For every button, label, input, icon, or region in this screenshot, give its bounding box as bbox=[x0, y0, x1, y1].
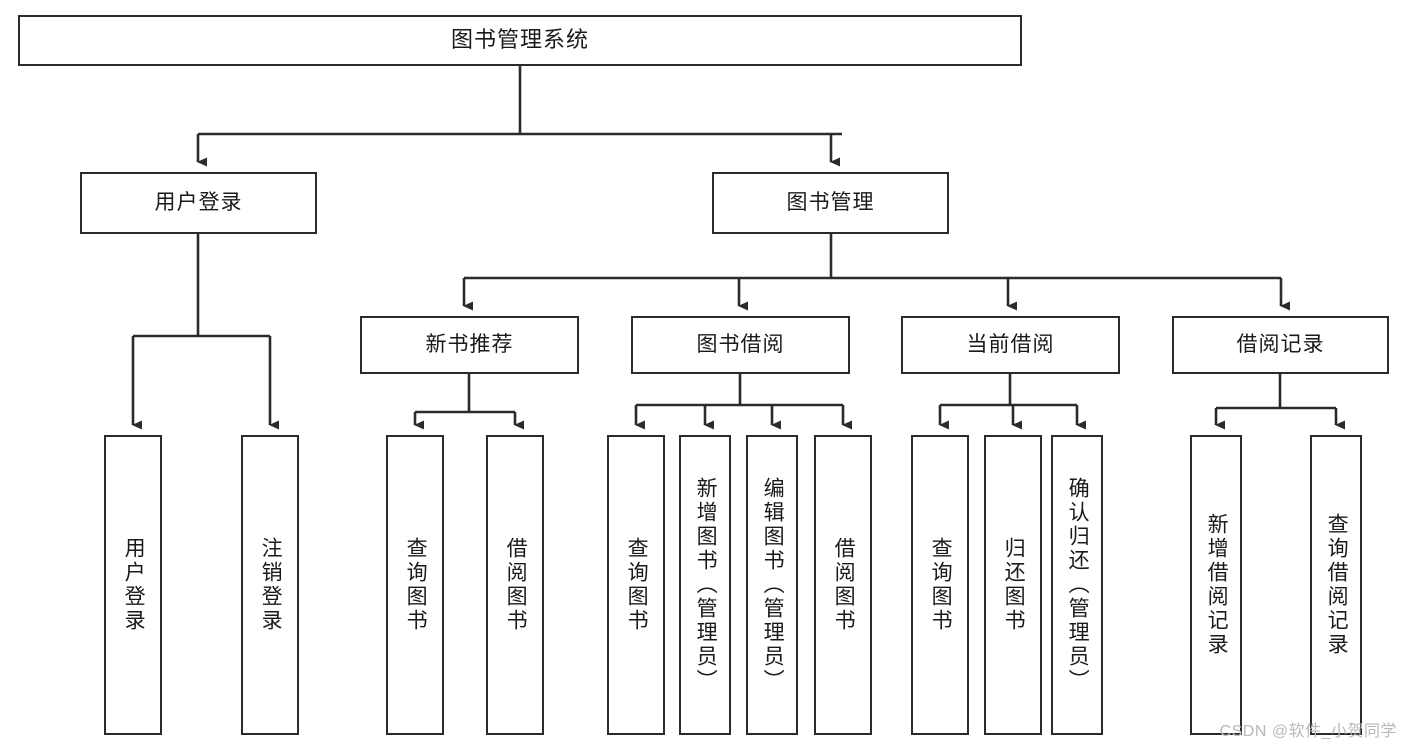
node-leaf-confirm-return-label: 确认归还（管理员） bbox=[1066, 477, 1090, 693]
node-leaf-add-record-label: 新增借阅记录 bbox=[1205, 513, 1229, 657]
node-leaf-return-book-label: 归还图书 bbox=[1002, 537, 1026, 633]
node-borrow-record-label: 借阅记录 bbox=[1236, 333, 1325, 357]
node-leaf-borrow-book-rec[interactable]: 借阅图书 bbox=[486, 435, 544, 735]
node-leaf-query-book-rec-label: 查询图书 bbox=[404, 537, 428, 633]
csdn-watermark: CSDN @软件_小贺同学 bbox=[1219, 723, 1397, 740]
node-user-login-label: 用户登录 bbox=[154, 191, 243, 215]
node-root[interactable]: 图书管理系统 bbox=[18, 15, 1022, 66]
node-leaf-edit-book-label: 编辑图书（管理员） bbox=[761, 477, 785, 693]
node-leaf-add-record[interactable]: 新增借阅记录 bbox=[1190, 435, 1242, 735]
node-leaf-query-book-rec[interactable]: 查询图书 bbox=[386, 435, 444, 735]
node-leaf-query-record[interactable]: 查询借阅记录 bbox=[1310, 435, 1362, 735]
node-new-book-rec[interactable]: 新书推荐 bbox=[360, 316, 579, 374]
node-leaf-add-book-label: 新增图书（管理员） bbox=[694, 477, 718, 693]
node-leaf-confirm-return[interactable]: 确认归还（管理员） bbox=[1051, 435, 1103, 735]
node-book-borrow[interactable]: 图书借阅 bbox=[631, 316, 850, 374]
node-leaf-query-book-borrow[interactable]: 查询图书 bbox=[607, 435, 665, 735]
node-current-borrow-label: 当前借阅 bbox=[966, 333, 1055, 357]
node-book-manage[interactable]: 图书管理 bbox=[712, 172, 949, 234]
node-book-borrow-label: 图书借阅 bbox=[696, 333, 785, 357]
node-leaf-edit-book[interactable]: 编辑图书（管理员） bbox=[746, 435, 798, 735]
node-borrow-record[interactable]: 借阅记录 bbox=[1172, 316, 1389, 374]
node-current-borrow[interactable]: 当前借阅 bbox=[901, 316, 1120, 374]
node-leaf-borrow-book-label: 借阅图书 bbox=[832, 537, 856, 633]
node-leaf-add-book[interactable]: 新增图书（管理员） bbox=[679, 435, 731, 735]
node-new-book-rec-label: 新书推荐 bbox=[425, 333, 514, 357]
node-leaf-query-record-label: 查询借阅记录 bbox=[1325, 513, 1349, 657]
node-book-manage-label: 图书管理 bbox=[786, 191, 875, 215]
node-leaf-query-book-cur[interactable]: 查询图书 bbox=[911, 435, 969, 735]
node-leaf-query-book-cur-label: 查询图书 bbox=[929, 537, 953, 633]
node-root-label: 图书管理系统 bbox=[450, 27, 589, 53]
node-leaf-borrow-book[interactable]: 借阅图书 bbox=[814, 435, 872, 735]
node-user-login[interactable]: 用户登录 bbox=[80, 172, 317, 234]
node-leaf-return-book[interactable]: 归还图书 bbox=[984, 435, 1042, 735]
node-leaf-borrow-book-rec-label: 借阅图书 bbox=[504, 537, 528, 633]
node-leaf-query-book-borrow-label: 查询图书 bbox=[625, 537, 649, 633]
node-leaf-logout[interactable]: 注销登录 bbox=[241, 435, 299, 735]
node-leaf-user-login-label: 用户登录 bbox=[122, 537, 146, 633]
node-leaf-user-login[interactable]: 用户登录 bbox=[104, 435, 162, 735]
node-leaf-logout-label: 注销登录 bbox=[259, 537, 283, 633]
